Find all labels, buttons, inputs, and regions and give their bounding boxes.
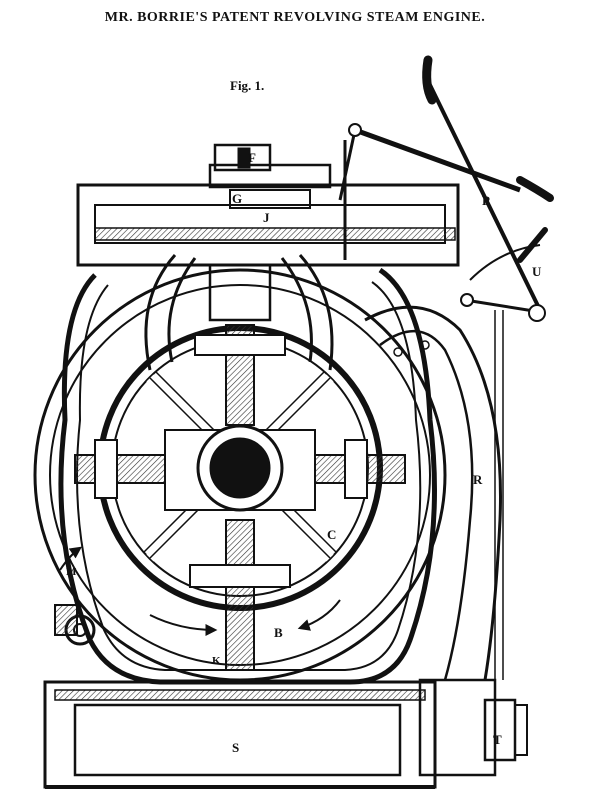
label-b: B bbox=[274, 625, 283, 640]
label-r: R bbox=[473, 472, 483, 487]
label-j: J bbox=[263, 210, 270, 225]
valve-chest bbox=[76, 143, 460, 267]
label-c: C bbox=[327, 527, 336, 542]
label-k: K bbox=[212, 655, 221, 667]
base-chest bbox=[43, 680, 437, 789]
label-p: P bbox=[482, 193, 490, 208]
label-f: F bbox=[248, 150, 256, 165]
revolving-wheel bbox=[74, 324, 406, 671]
lever-linkage bbox=[338, 55, 554, 322]
exhaust-pipe bbox=[364, 305, 504, 681]
flow-arrows bbox=[59, 546, 341, 636]
left-fitting bbox=[54, 604, 96, 646]
label-m: M bbox=[66, 566, 77, 578]
page-title: MR. BORRIE'S PATENT REVOLVING STEAM ENGI… bbox=[104, 10, 486, 25]
label-s: S bbox=[232, 740, 239, 755]
label-t: T bbox=[493, 732, 502, 747]
label-g: G bbox=[232, 191, 242, 206]
label-u: U bbox=[532, 264, 542, 279]
valve-box-t bbox=[418, 678, 528, 777]
figure-label: Fig. 1. bbox=[230, 78, 265, 93]
